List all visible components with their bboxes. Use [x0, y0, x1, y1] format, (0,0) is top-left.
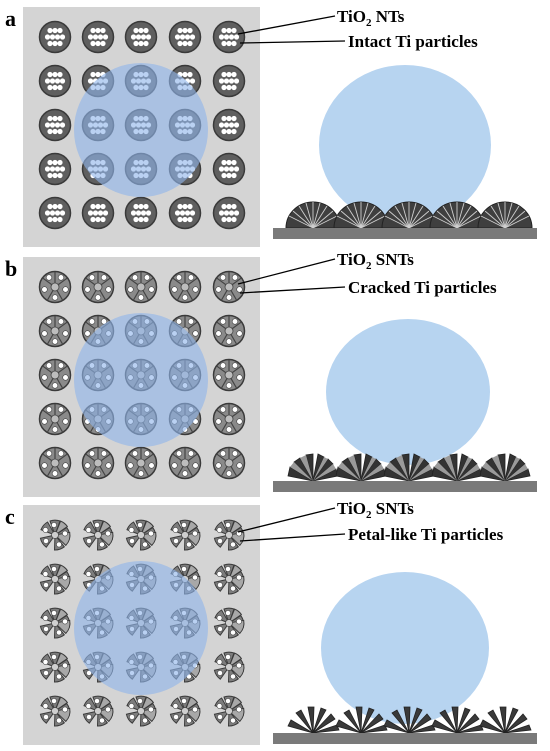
ti-particle-side [285, 201, 341, 229]
ti-particle-top [38, 314, 72, 348]
droplet-footprint [74, 313, 208, 447]
ti-particle-top [38, 196, 72, 230]
label-ti-particles: Petal-like Ti particles [348, 525, 504, 544]
ti-particle-top [81, 20, 115, 54]
ti-particle-side [479, 453, 531, 482]
ti-particle-top [212, 64, 246, 98]
ti-particle-top [212, 446, 246, 480]
ti-particle-top [81, 446, 115, 480]
ti-particle-top [124, 446, 158, 480]
ti-particle-top [38, 402, 72, 436]
droplet-footprint [74, 561, 208, 695]
ti-particle-top [81, 270, 115, 304]
ti-particle-top [212, 314, 246, 348]
label-tio2: TiO2 SNTs [337, 499, 414, 521]
leader-line-2 [239, 40, 346, 44]
ti-particle-top [38, 270, 72, 304]
water-droplet [321, 572, 489, 724]
ti-particle-side [479, 706, 532, 734]
leader-line-1 [237, 507, 336, 533]
leader-line-2 [239, 533, 346, 542]
ti-particle-top [38, 446, 72, 480]
side-view-substrate [273, 481, 537, 492]
ti-particle-top [124, 196, 158, 230]
ti-particle-top [212, 196, 246, 230]
ti-particle-top [124, 20, 158, 54]
ti-particle-top [168, 196, 202, 230]
ti-particle-top [212, 20, 246, 54]
ti-particle-top [38, 152, 72, 186]
panel-letter: c [5, 504, 15, 529]
side-view-substrate [273, 228, 537, 239]
water-droplet [319, 65, 491, 225]
ti-particle-top [38, 64, 72, 98]
ti-particle-top [212, 152, 246, 186]
ti-particle-top [212, 270, 246, 304]
ti-particle-top [168, 270, 202, 304]
ti-particle-top [168, 20, 202, 54]
ti-particle-top [212, 402, 246, 436]
label-ti-particles: Cracked Ti particles [348, 278, 497, 297]
ti-particle-top [168, 446, 202, 480]
ti-particle-side [287, 453, 339, 482]
ti-particle-top [38, 108, 72, 142]
ti-particle-top [212, 358, 246, 392]
label-ti-particles: Intact Ti particles [348, 32, 478, 51]
leader-line-2 [239, 286, 346, 294]
label-tio2: TiO2 NTs [337, 7, 405, 29]
ti-particle-side [287, 706, 340, 734]
side-view-substrate [273, 733, 537, 744]
panel-letter: a [5, 6, 16, 31]
ti-particle-top [38, 358, 72, 392]
panel-letter: b [5, 256, 17, 281]
label-tio2: TiO2 SNTs [337, 250, 414, 272]
leader-line-1 [237, 15, 336, 35]
ti-particle-side [477, 201, 533, 229]
ti-particle-top [38, 20, 72, 54]
water-droplet [326, 319, 490, 465]
ti-particle-top [212, 108, 246, 142]
ti-particle-top [124, 270, 158, 304]
ti-particle-top [81, 196, 115, 230]
leader-line-1 [237, 258, 336, 285]
droplet-footprint [74, 63, 208, 197]
